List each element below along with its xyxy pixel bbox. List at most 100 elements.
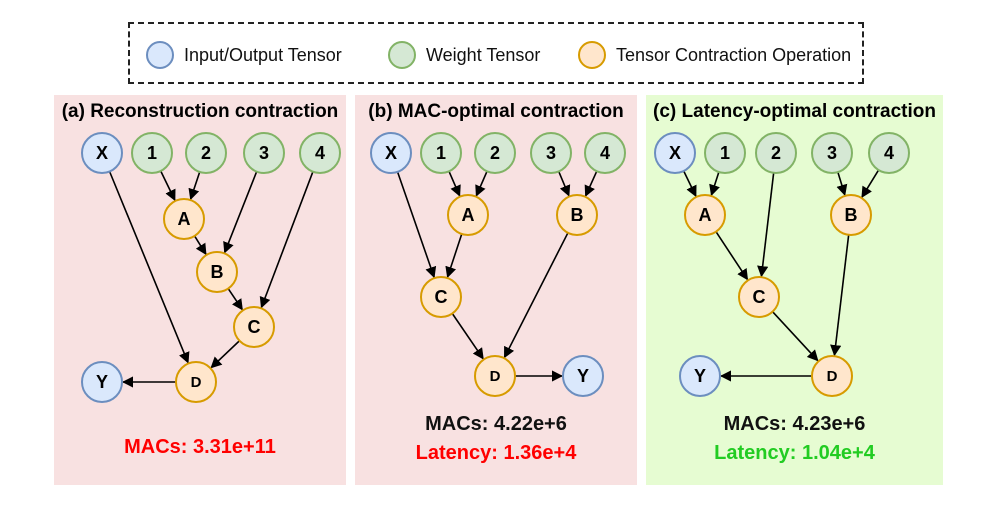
weight-node-circle	[868, 132, 910, 174]
node-Y: Y	[679, 355, 721, 397]
op-node-circle	[420, 276, 462, 318]
edge-X-to-A	[682, 170, 697, 198]
edge-B-to-D	[830, 234, 850, 357]
legend: Input/Output Tensor Weight Tensor Tensor…	[128, 22, 864, 84]
node-2: 2	[755, 132, 797, 174]
io-node-circle	[562, 355, 604, 397]
op-node-circle	[811, 355, 853, 397]
weight-node-circle	[131, 132, 173, 174]
node-Y: Y	[81, 361, 123, 403]
node-4: 4	[868, 132, 910, 174]
node-label: 1	[720, 143, 730, 163]
edge-4-to-B	[861, 169, 880, 199]
io-node-circle	[679, 355, 721, 397]
node-label: B	[571, 205, 584, 225]
node-label: A	[178, 209, 191, 229]
edge-1-to-A	[709, 171, 720, 197]
op-node-circle	[447, 194, 489, 236]
op-node-circle	[233, 306, 275, 348]
op-node-circle	[830, 194, 872, 236]
op-node-circle	[474, 355, 516, 397]
panel-title: (a) Reconstruction contraction	[61, 101, 339, 122]
node-label: X	[669, 143, 681, 163]
node-label: 2	[771, 143, 781, 163]
edge-A-to-C	[445, 233, 463, 279]
node-label: A	[699, 205, 712, 225]
macs-value: MACs: 4.22e+6	[425, 413, 567, 435]
edge-1-to-A	[160, 170, 176, 202]
edge-2-to-C	[757, 172, 775, 278]
edge-C-to-D	[771, 311, 819, 362]
op-node-circle	[175, 361, 217, 403]
node-D: D	[474, 355, 516, 397]
node-4: 4	[584, 132, 626, 174]
edge-4-to-B	[584, 170, 598, 197]
node-label: Y	[577, 366, 589, 386]
weight-node-circle	[811, 132, 853, 174]
node-C: C	[233, 306, 275, 348]
node-label: 4	[315, 143, 325, 163]
op-node-circle	[556, 194, 598, 236]
weight-node-circle	[185, 132, 227, 174]
node-B: B	[830, 194, 872, 236]
weight-tensor-swatch-icon	[388, 41, 416, 69]
edge-4-to-C	[259, 171, 314, 309]
node-label: C	[435, 287, 448, 307]
edge-B-to-C	[227, 288, 243, 311]
node-label: 1	[147, 143, 157, 163]
node-label: 3	[259, 143, 269, 163]
legend-item-op: Tensor Contraction Operation	[578, 24, 851, 86]
legend-label: Tensor Contraction Operation	[616, 44, 852, 65]
latency-value: Latency: 1.36e+4	[415, 442, 577, 464]
op-node-circle	[196, 251, 238, 293]
node-A: A	[447, 194, 489, 236]
contraction-op-swatch-icon	[578, 41, 606, 69]
node-1: 1	[704, 132, 746, 174]
node-2: 2	[474, 132, 516, 174]
edge-A-to-C	[715, 231, 749, 281]
edge-B-to-D	[503, 232, 569, 359]
op-node-circle	[684, 194, 726, 236]
node-label: Y	[96, 372, 108, 392]
edge-X-to-D	[108, 171, 190, 364]
latency-value: Latency: 1.04e+4	[714, 442, 875, 464]
weight-node-circle	[530, 132, 572, 174]
edge-A-to-B	[193, 235, 207, 256]
node-X: X	[81, 132, 123, 174]
node-label: 2	[201, 143, 211, 163]
weight-node-circle	[474, 132, 516, 174]
node-label: X	[96, 143, 108, 163]
io-node-circle	[654, 132, 696, 174]
legend-label: Input/Output Tensor	[184, 44, 342, 65]
node-label: X	[385, 143, 397, 163]
node-label: 3	[546, 143, 556, 163]
node-A: A	[163, 198, 205, 240]
op-node-circle	[738, 276, 780, 318]
panel-title: (c) Latency-optimal contraction	[653, 101, 936, 122]
node-2: 2	[185, 132, 227, 174]
node-3: 3	[530, 132, 572, 174]
node-B: B	[556, 194, 598, 236]
edge-X-to-C	[396, 171, 437, 279]
edge-2-to-A	[475, 171, 488, 197]
node-C: C	[738, 276, 780, 318]
edge-C-to-D	[210, 340, 241, 369]
node-label: D	[827, 368, 838, 385]
legend-label: Weight Tensor	[426, 44, 541, 65]
node-label: B	[845, 205, 858, 225]
node-X: X	[654, 132, 696, 174]
weight-node-circle	[299, 132, 341, 174]
node-C: C	[420, 276, 462, 318]
io-node-circle	[81, 132, 123, 174]
node-3: 3	[811, 132, 853, 174]
edge-C-to-D	[451, 313, 484, 360]
op-node-circle	[163, 198, 205, 240]
node-Y: Y	[562, 355, 604, 397]
weight-node-circle	[755, 132, 797, 174]
io-node-circle	[81, 361, 123, 403]
